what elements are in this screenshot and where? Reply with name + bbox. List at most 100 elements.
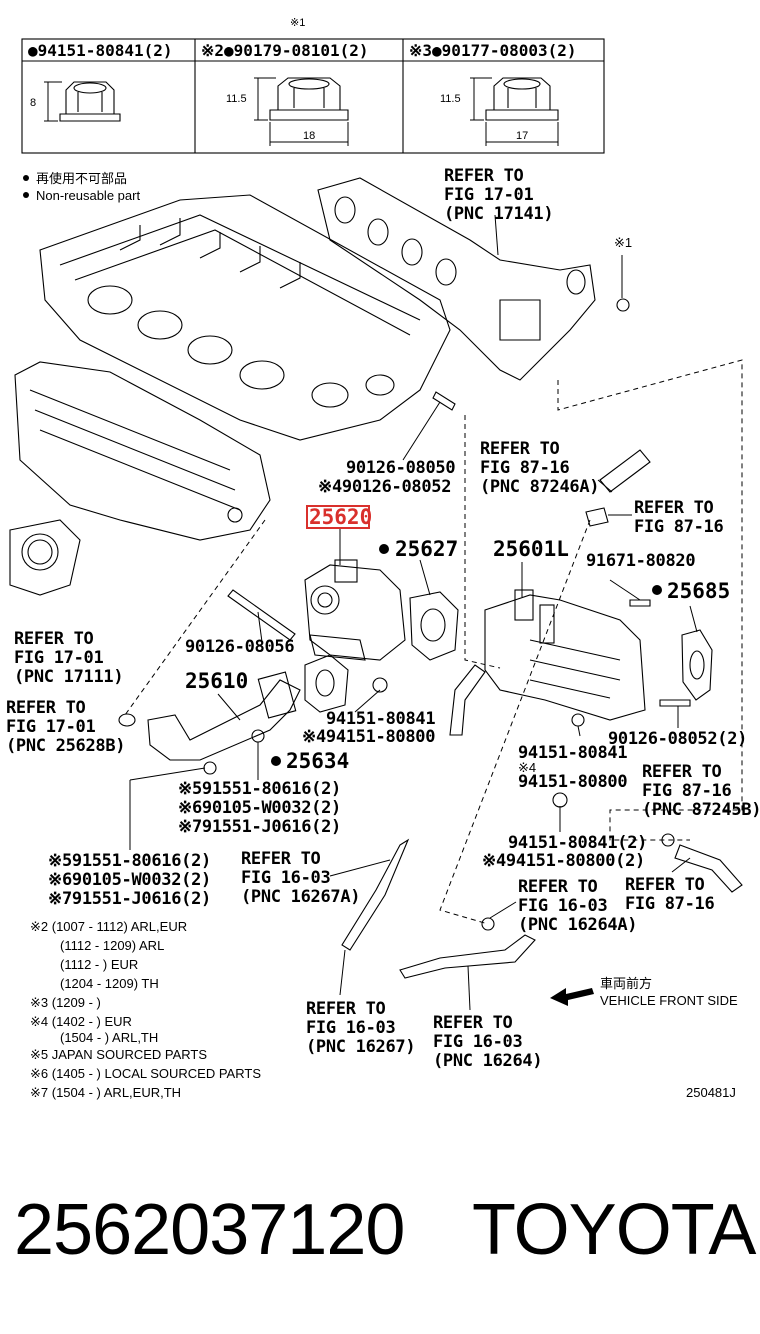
highlight-box-25620	[306, 505, 370, 529]
egr-pipe-drawing	[147, 671, 301, 761]
label-6-90105-left: ※690105-W0032(2)	[48, 870, 211, 890]
note-9: ※7 (1504 - ) ARL,EUR,TH	[30, 1085, 181, 1100]
label-90126-08052-2: 90126-08052(2)	[608, 729, 747, 749]
label-25620: 25620	[309, 505, 372, 529]
note-4: ※3 (1209 - )	[30, 995, 101, 1010]
label-refer-17-01-c-3: (PNC 25628B)	[6, 736, 125, 756]
label-refer-87-16-c-1: REFER TO	[642, 762, 722, 782]
note-0: ※2 (1007 - 1112) ARL,EUR	[30, 919, 187, 934]
label-94151-80841-c: 94151-80841(2)	[508, 833, 647, 853]
label-refer-16-03-c-2: FIG 16-03	[306, 1018, 395, 1038]
bolt-left-drawing	[203, 761, 217, 775]
label-refer-16-03-c-3: (PNC 16267)	[306, 1037, 415, 1057]
label-star1-right: ※1	[614, 235, 632, 250]
table-star-mark: ※1	[290, 17, 305, 29]
nut-94151-c-drawing	[552, 792, 568, 808]
legend-bullet-2	[23, 192, 29, 198]
label-refer-16-03-d-1: REFER TO	[433, 1013, 513, 1033]
reference-dashed-lines	[124, 359, 743, 925]
nut-2-width: 18	[303, 130, 315, 142]
flange-nut-1-drawing	[44, 81, 121, 122]
label-refer-87-16-b-1: REFER TO	[634, 498, 714, 518]
label-94151-80841-b: 94151-80841	[518, 743, 627, 763]
label-refer-17-01-a-2: FIG 17-01	[444, 185, 533, 205]
vehicle-front-arrow-icon	[550, 988, 594, 1006]
bullet-25627	[379, 544, 389, 554]
legend-jp: 再使用不可部品	[36, 171, 127, 186]
label-94151-80800-b: 94151-80800	[518, 772, 627, 792]
gasket-25628b-drawing	[118, 713, 136, 727]
label-refer-17-01-a-1: REFER TO	[444, 166, 524, 186]
bolt-91671-drawing	[629, 599, 651, 607]
label-refer-87-16-d-2: FIG 87-16	[625, 894, 714, 914]
nut-3-height: 11.5	[440, 93, 461, 105]
part-labels: REFER TO FIG 17-01 (PNC 17141) ※1 90126-…	[6, 166, 760, 1100]
nut-3-width: 17	[516, 130, 528, 142]
bullet-25634	[271, 756, 281, 766]
label-4-94151-80800-c: ※494151-80800(2)	[482, 851, 645, 871]
label-4-90126-08052: ※490126-08052	[318, 477, 451, 497]
label-4-b: ※4	[518, 760, 536, 775]
label-refer-17-01-b-3: (PNC 17111)	[14, 667, 123, 687]
legend-en: Non-reusable part	[36, 188, 140, 203]
label-5-91551-center: ※591551-80616(2)	[178, 779, 341, 799]
nut-2-height: 11.5	[226, 93, 247, 105]
footer: 2562037120 TOYOTA	[0, 1190, 760, 1270]
nut-1-height: 8	[30, 97, 36, 109]
label-refer-16-03-a-2: FIG 16-03	[241, 868, 330, 888]
label-94151-80841-a: 94151-80841	[326, 709, 435, 729]
label-25634: 25634	[286, 749, 349, 773]
label-refer-87-16-a-2: FIG 87-16	[480, 458, 569, 478]
hose-16267a-drawing	[341, 838, 410, 951]
label-refer-87-16-c-2: FIG 87-16	[642, 781, 731, 801]
note-3: (1204 - 1209) TH	[60, 976, 159, 991]
fastener-table: ※1 ●94151-80841(2) ※2●90179-08101(2) ※3●…	[21, 17, 605, 154]
label-5-91551-left: ※591551-80616(2)	[48, 851, 211, 871]
label-90126-08056: 90126-08056	[185, 637, 294, 657]
label-refer-87-16-b-2: FIG 87-16	[634, 517, 723, 537]
label-refer-16-03-b-2: FIG 16-03	[518, 896, 607, 916]
flange-nut-2-drawing	[254, 77, 349, 146]
note-1: (1112 - 1209) ARL	[60, 938, 164, 953]
clamp-87-16-drawing	[585, 507, 609, 527]
label-refer-87-16-a-1: REFER TO	[480, 439, 560, 459]
exhaust-manifold-drawing	[317, 177, 630, 381]
water-pipe-drawing	[449, 664, 486, 736]
egr-cooler-drawing	[484, 589, 646, 721]
flange-nut-3-drawing	[470, 77, 559, 146]
nut-94151-b-drawing	[571, 713, 585, 727]
label-90126-08050: 90126-08050	[346, 458, 455, 478]
label-refer-16-03-c-1: REFER TO	[306, 999, 386, 1019]
gasket-25685-drawing	[681, 629, 713, 701]
label-7-91551-center: ※791551-J0616(2)	[178, 817, 341, 837]
label-refer-17-01-c-2: FIG 17-01	[6, 717, 95, 737]
hose-16264a-drawing	[399, 934, 536, 979]
label-vehicle-front-jp: 車両前方	[600, 976, 652, 991]
label-refer-16-03-d-3: (PNC 16264)	[433, 1051, 542, 1071]
intake-manifold-drawing	[9, 361, 271, 596]
label-25601L: 25601L	[493, 537, 569, 561]
stud-90126-08052-drawing	[659, 699, 691, 707]
label-diagram-id: 250481J	[686, 1085, 736, 1100]
bolt-center-drawing	[251, 729, 265, 743]
clamp-16264a-drawing	[481, 917, 495, 931]
gasket-25634-drawing	[304, 654, 349, 713]
note-7: ※5 JAPAN SOURCED PARTS	[30, 1047, 207, 1062]
label-vehicle-front-en: VEHICLE FRONT SIDE	[600, 993, 738, 1008]
label-25610: 25610	[185, 669, 248, 693]
hoses	[341, 449, 743, 979]
label-refer-87-16-d-1: REFER TO	[625, 875, 705, 895]
egr-valve-drawing	[304, 559, 406, 661]
footnotes: ※2 (1007 - 1112) ARL,EUR (1112 - 1209) A…	[30, 919, 261, 1100]
label-25627: 25627	[395, 537, 458, 561]
label-refer-16-03-d-2: FIG 16-03	[433, 1032, 522, 1052]
table-header-2: ※2●90179-08101(2)	[201, 41, 369, 60]
footer-part-number: 2562037120	[14, 1190, 405, 1270]
label-refer-17-01-b-1: REFER TO	[14, 629, 94, 649]
note-5: ※4 (1402 - ) EUR	[30, 1014, 132, 1029]
hose-87246a-drawing	[599, 449, 651, 493]
stud-90126-08050-drawing	[432, 391, 456, 411]
table-header-1: ●94151-80841(2)	[28, 41, 173, 60]
